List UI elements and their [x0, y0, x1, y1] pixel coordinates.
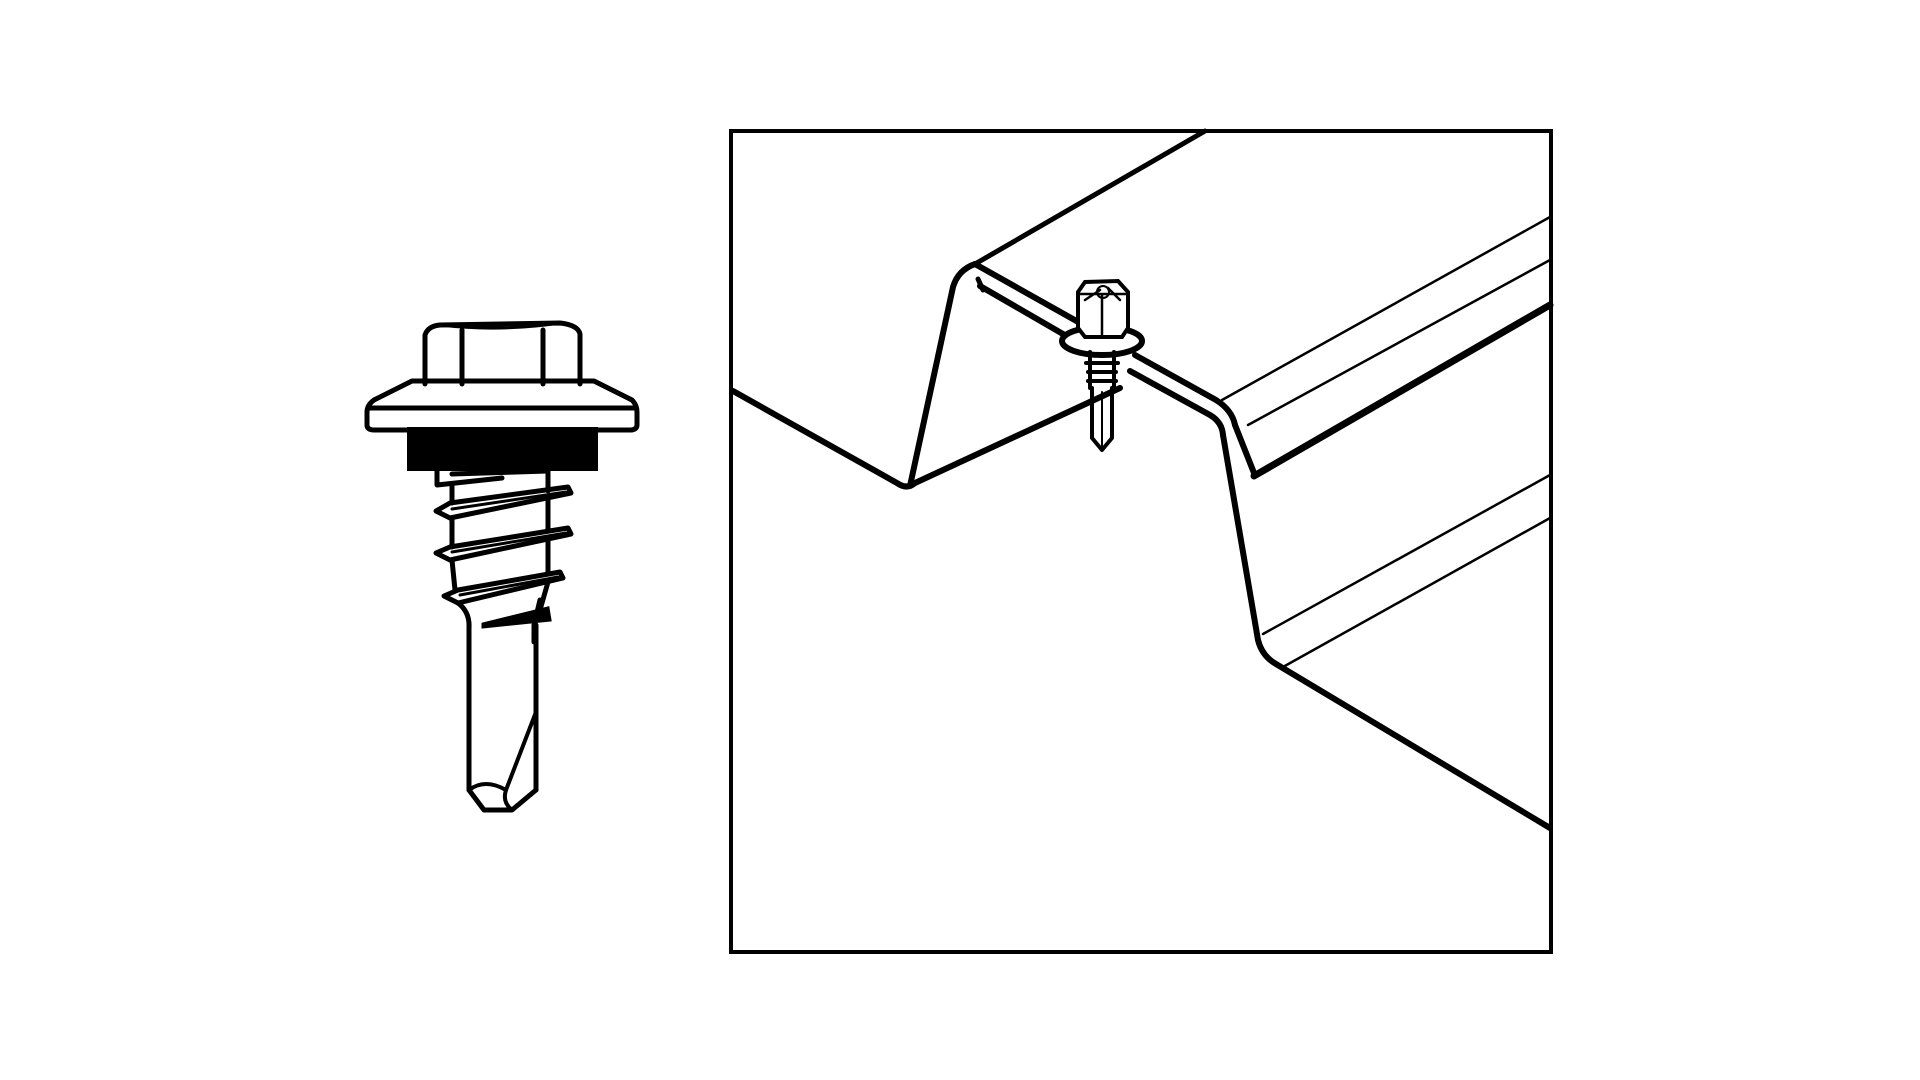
epdm-seal — [407, 427, 598, 471]
trapezoidal-roof-sheet — [730, 128, 1554, 831]
drill-point — [466, 622, 539, 813]
self-drilling-screw-icon — [364, 320, 640, 813]
metal-washer — [364, 378, 640, 433]
installation-panel — [729, 128, 1554, 954]
hex-head — [422, 320, 583, 387]
installed-screw-icon — [1059, 278, 1145, 452]
panel-frame — [729, 129, 1553, 954]
screw-threads — [433, 467, 574, 645]
